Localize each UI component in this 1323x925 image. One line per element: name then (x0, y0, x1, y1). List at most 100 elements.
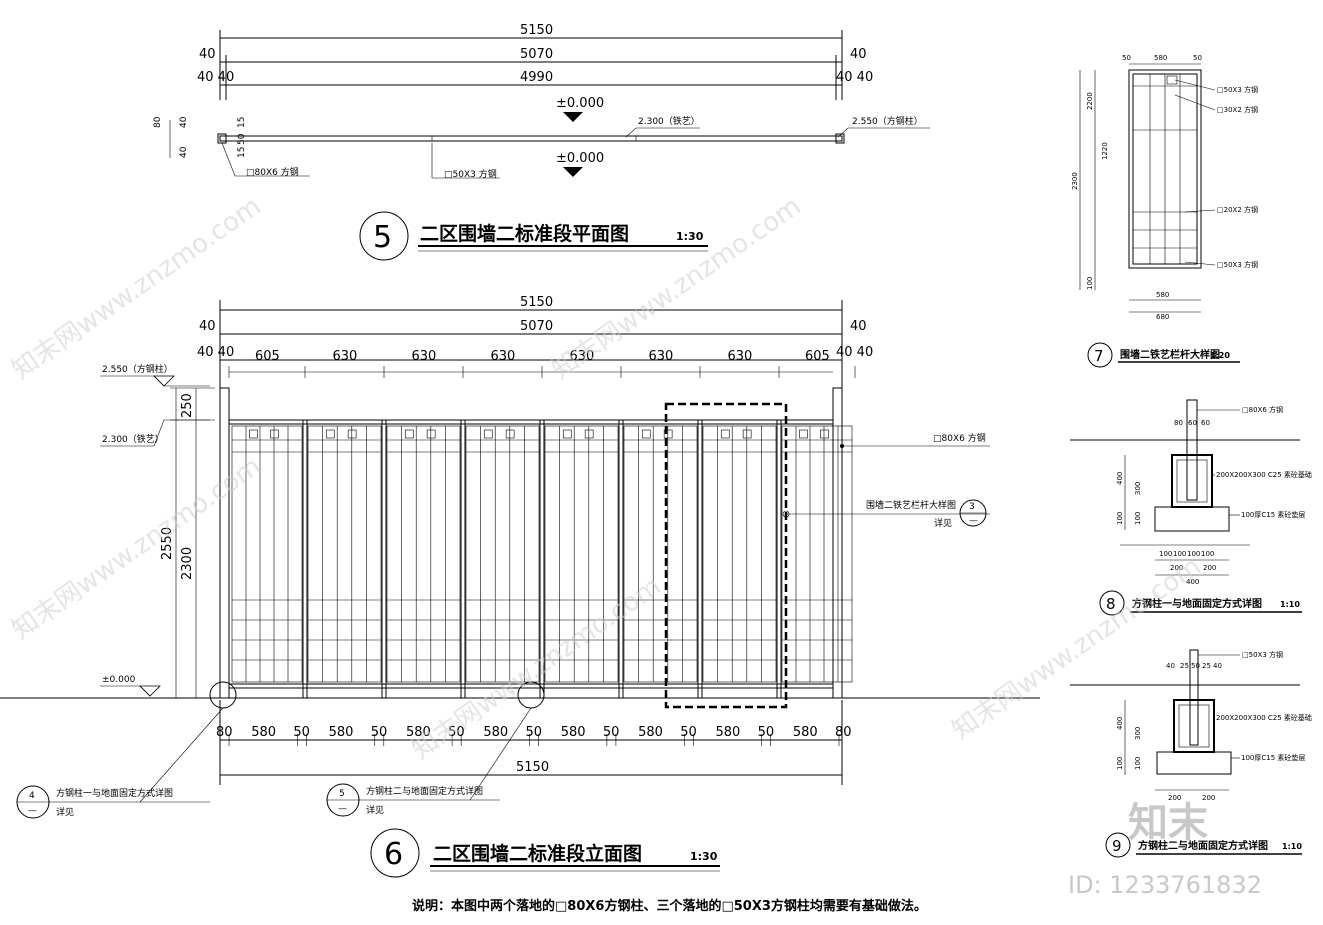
d7-left-1220: 1220 (1101, 142, 1109, 160)
panel-square (720, 429, 730, 439)
d9-left-300: 300 (1134, 727, 1142, 740)
d8-total: 400 (1186, 578, 1199, 586)
watermark-logo: 知末 (1128, 800, 1208, 846)
d8-scale: 1:10 (1280, 600, 1300, 609)
callout4-number: 4 (29, 791, 35, 801)
detail-9: 400 300 100 100 40 25 50 25 40 200 200 □… (1070, 649, 1312, 858)
d7-label-1: □50X3 方钢 (1217, 85, 1258, 94)
elev-bottom-total: 5150 (516, 760, 549, 775)
panel-square (584, 429, 594, 439)
plan-title-number: 5 (373, 220, 392, 255)
watermark-id: ID: 1233761832 (1068, 871, 1262, 899)
plan-elev-0-top: ±0.000 (556, 96, 604, 111)
panel-square (562, 429, 572, 439)
plan-dim-5070: 5070 (520, 47, 553, 62)
seg-bottom-label: 80 (835, 725, 852, 740)
panel-square (641, 429, 651, 439)
callout4-text: 方钢柱一与地面固定方式详图 (56, 787, 173, 799)
seg-bottom-label: 50 (680, 725, 697, 740)
d7-bottom-680: 680 (1156, 313, 1169, 321)
seg-top-label: 630 (491, 349, 516, 364)
plan-dim-5150: 5150 (520, 23, 553, 38)
d7-top-dim-50b: 50 (1193, 54, 1202, 62)
plan-dim-right-4040: 40 40 (836, 70, 873, 85)
d8-left-400: 400 (1116, 472, 1124, 485)
detail-7: 50 580 50 580 680 2300 2200 1220 100 □50… (1071, 54, 1258, 368)
plan-left-dim-15b: 15 (237, 147, 247, 158)
fence-panels (231, 419, 853, 699)
d8-bottom-100b: 100 (1173, 550, 1186, 558)
seg-top-label: 605 (255, 349, 280, 364)
d7-left-2300: 2300 (1071, 172, 1079, 190)
plan-label-80x6: □80X6 方钢 (246, 166, 299, 178)
elev-dim-right-40: 40 (850, 319, 867, 334)
seg-bottom-label: 580 (406, 725, 431, 740)
seg-top-label: 630 (649, 349, 674, 364)
d9-title: 方钢柱二与地面固定方式详图 (1138, 839, 1268, 852)
panel-square (742, 429, 752, 439)
panel-square (505, 429, 515, 439)
d7-number: 7 (1094, 347, 1104, 365)
seg-bottom-label: 50 (371, 725, 388, 740)
panel-frame (781, 425, 853, 683)
panel-square (347, 429, 357, 439)
seg-bottom-label: 580 (638, 725, 663, 740)
elev-dim-5150: 5150 (520, 295, 553, 310)
seg-bottom-label: 580 (329, 725, 354, 740)
callout4-see: 详见 (56, 806, 74, 818)
d7-top-dim-50a: 50 (1122, 54, 1131, 62)
elev-title-number: 6 (384, 837, 403, 872)
elev-title: 二区围墙二标准段立面图 (433, 842, 642, 865)
d8-top-60b: 60 (1201, 419, 1210, 427)
panel-post (539, 419, 545, 699)
elev-label-0: ±0.000 (102, 675, 136, 685)
detail-8: 400 300 100 100 80 60 60 100 100 100 100… (1070, 399, 1312, 616)
plan-elev-2550: 2.550（方钢柱） (852, 115, 923, 127)
elev-vert-250: 250 (180, 393, 195, 418)
plan-title: 二区围墙二标准段平面图 (420, 222, 629, 245)
d8-bottom-200a: 200 (1170, 564, 1183, 572)
panel-post (697, 419, 703, 699)
d8-left-100b: 100 (1134, 512, 1142, 525)
callout4-sub: — (28, 806, 37, 816)
d9-scale: 1:10 (1282, 842, 1302, 851)
seg-bottom-label: 50 (448, 725, 465, 740)
plan-elev-2300: 2.300（铁艺） (638, 115, 700, 127)
d9-label-1: □50X3 方钢 (1242, 650, 1283, 659)
d9-label-2: 200X200X300 C25 素砼基础 (1216, 713, 1312, 722)
watermark-2: 知末网www.znzmo.com (547, 191, 807, 385)
note: 说明：本图中两个落地的□80X6方钢柱、三个落地的□50X3方钢柱均需要有基础做… (412, 898, 927, 914)
panel-frame (465, 425, 540, 683)
d9-left-400: 400 (1116, 717, 1124, 730)
d9-top-25b: 25 (1202, 662, 1211, 670)
elev-ref-detail-sub: — (969, 516, 978, 526)
d8-top-60a: 60 (1188, 419, 1197, 427)
panel-square (483, 429, 493, 439)
d7-left-2200: 2200 (1086, 92, 1094, 110)
panel-frame (544, 425, 619, 683)
d8-number: 8 (1106, 595, 1116, 613)
d7-scale: 1:20 (1210, 351, 1230, 360)
d7-bottom-580: 580 (1156, 291, 1169, 299)
seg-top-label: 630 (412, 349, 437, 364)
panel-frame (307, 425, 382, 683)
seg-bottom-label: 580 (561, 725, 586, 740)
callout5-sub: — (338, 804, 347, 814)
d7-top-dim-580: 580 (1154, 54, 1167, 62)
panel-square (820, 429, 829, 439)
seg-bottom-label: 50 (603, 725, 620, 740)
panel-square (325, 429, 335, 439)
d8-left-100a: 100 (1116, 512, 1124, 525)
d9-label-3: 100厚C15 素砼垫层 (1241, 753, 1305, 762)
plan-scale: 1:30 (676, 230, 704, 243)
elev-ref-see: 详见 (934, 517, 952, 529)
d8-bottom-100c: 100 (1187, 550, 1200, 558)
panel-frame (702, 425, 777, 683)
d8-left-300: 300 (1134, 482, 1142, 495)
plan-left-dim-50: 50 (237, 133, 247, 145)
elev-dim-left-4040: 40 40 (197, 345, 234, 360)
d8-bottom-100d: 100 (1201, 550, 1214, 558)
seg-bottom-label: 580 (715, 725, 740, 740)
